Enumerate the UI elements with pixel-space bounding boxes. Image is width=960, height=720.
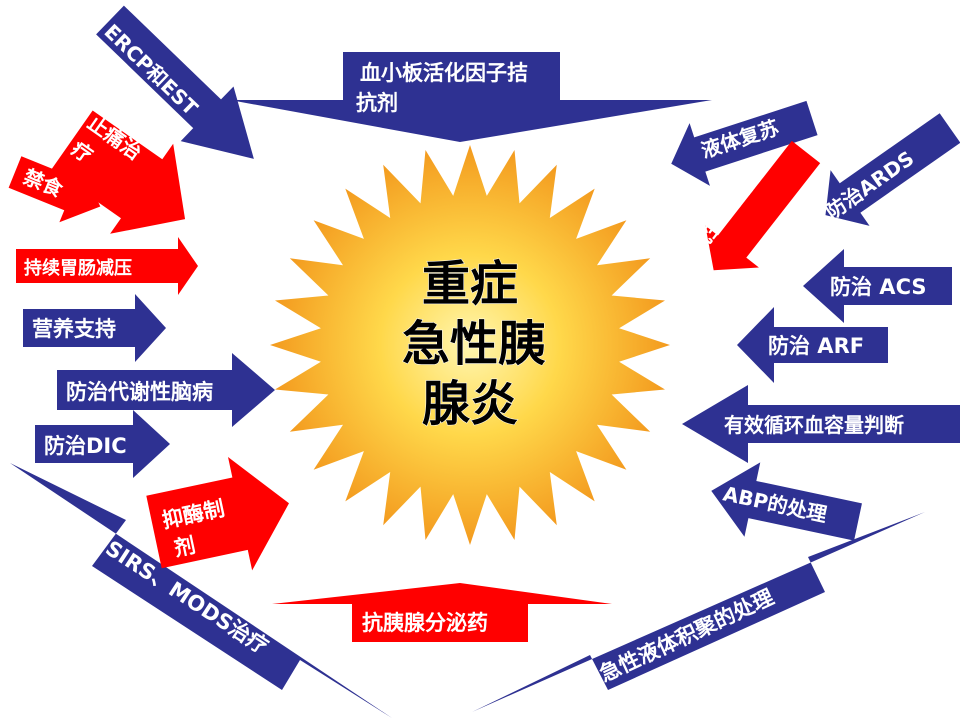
arrow-anti-secretion: 抗胰腺分泌药 [272,583,612,642]
arrow-blood-volume: 有效循环血容量判断 [682,385,960,463]
center-starburst: 重症 急性胰 腺炎 [270,145,670,545]
pain-treatment-arrow-shape [51,110,186,234]
arf-arrow-shape [737,307,888,383]
blood-volume-arrow-shape [682,385,960,463]
platelet-antagonist-label-line-2: 抗剂 [356,91,398,115]
metabolic-encephalopathy-label: 防治代谢性脑病 [66,380,213,404]
acs-label: 防治 ACS [830,275,927,299]
center-title-line-2: 急性胰 [402,316,546,372]
ercp-est-arrow-shape [96,5,254,159]
anti-secretion-label: 抗胰腺分泌药 [362,611,488,635]
ards-arrow-shape [825,113,960,226]
starburst-shape [270,145,670,545]
abp-arrow-shape [711,462,862,541]
gi-decompression-arrow-shape [16,237,198,295]
arrow-acs: 防治 ACS [803,249,952,323]
dic-arrow-shape [35,410,170,478]
gi-decompression-label: 持续胃肠减压 [24,257,132,279]
arrow-enzyme-inhibitor: 抑酶制 剂 [146,456,289,571]
platelet-antagonist-label-line-1: 血小板活化因子拮 [360,61,528,85]
fluid-resuscitation-arrow-shape [671,100,818,186]
arrow-platelet-antagonist: 血小板活化因子拮 抗剂 [230,52,712,142]
arrow-fluid-collection: 急性液体积聚的处理 [472,512,925,712]
fasting-arrow-shape [8,156,101,223]
sirs-mods-arrow-shape [10,463,392,718]
arrow-gi-decompression: 持续胃肠减压 [16,237,198,295]
arrow-abp: ABP的处理 [711,462,862,541]
platelet-antagonist-arrow-shape [230,52,712,142]
dic-label: 防治DIC [44,434,127,458]
metabolic-encephalopathy-arrow-shape [57,353,275,427]
enzyme-inhibitor-arrow-shape [146,456,289,571]
fluid-collection-arrow-shape [472,512,925,712]
arrow-ards: 防治ARDS [821,113,960,226]
acs-arrow-shape [803,249,952,323]
center-title-line-1: 重症 [422,256,518,312]
anti-secretion-arrow-shape [272,583,612,642]
arrow-dic: 防治DIC [35,410,170,478]
fluid-collection-label: 急性液体积聚的处理 [596,585,777,687]
enzyme-inhibitor-label-line-2: 剂 [172,533,198,561]
arrow-arf: 防治 ARF [737,307,888,383]
nutrition-label: 营养支持 [32,317,116,341]
antibiotic-prophylaxis-arrow-shape [705,140,821,271]
blood-volume-label: 有效循环血容量判断 [724,413,904,437]
nutrition-arrow-shape [23,294,166,362]
arf-label: 防治 ARF [768,334,864,358]
center-title-line-3: 腺炎 [422,376,518,432]
arrow-nutrition: 营养支持 [23,294,166,362]
arrow-metabolic-encephalopathy: 防治代谢性脑病 [57,353,275,427]
